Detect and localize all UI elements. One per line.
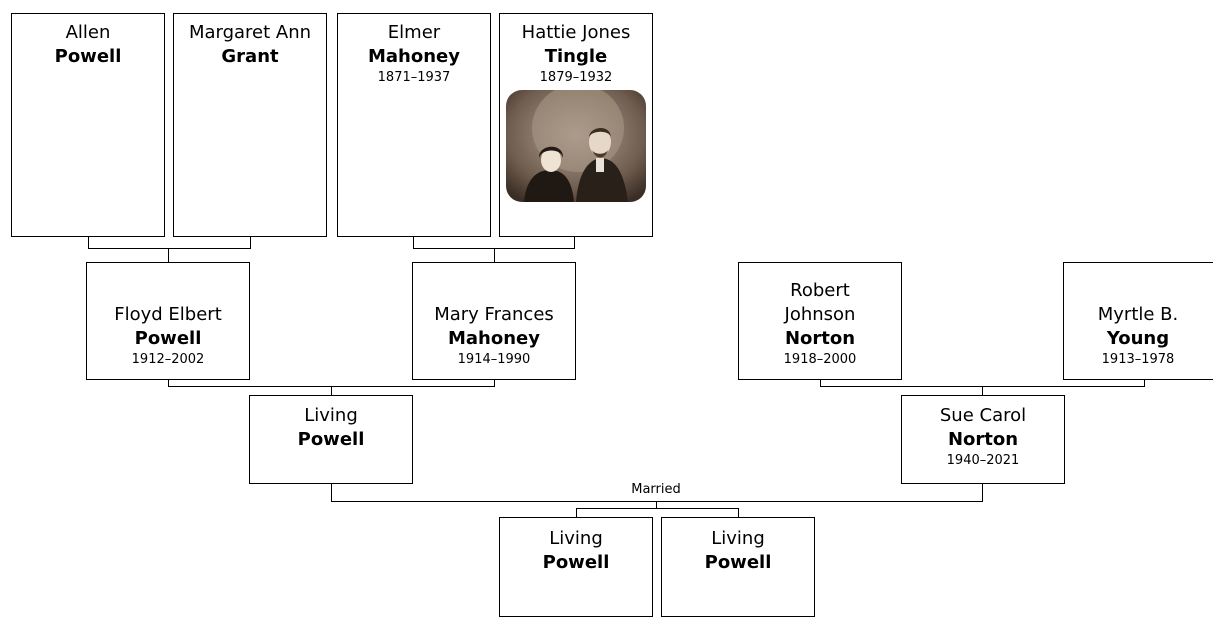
person-surname: Tingle <box>544 46 608 67</box>
person-given-name: Allen <box>65 22 111 43</box>
person-surname: Mahoney <box>448 328 540 349</box>
person-living-powell-father[interactable]: Living Powell <box>249 395 413 484</box>
portrait-photo-icon <box>506 90 646 202</box>
person-dates: 1879–1932 <box>539 70 613 85</box>
person-margaret-grant[interactable]: Margaret Ann Grant <box>173 13 327 237</box>
person-given-name: Floyd Elbert <box>114 304 222 325</box>
person-surname: Powell <box>134 328 202 349</box>
person-hattie-tingle[interactable]: Hattie Jones Tingle 1879–1932 <box>499 13 653 237</box>
person-living-powell-child-2[interactable]: Living Powell <box>661 517 815 617</box>
person-sue-norton[interactable]: Sue Carol Norton 1940–2021 <box>901 395 1065 484</box>
person-given-name: Hattie Jones <box>521 22 631 43</box>
person-surname: Norton <box>784 328 856 349</box>
person-given-name: Elmer <box>387 22 441 43</box>
connector-mahoney-grandparents <box>413 236 575 262</box>
person-elmer-mahoney[interactable]: Elmer Mahoney 1871–1937 <box>337 13 491 237</box>
person-dates: 1914–1990 <box>457 352 531 367</box>
person-allen-powell[interactable]: Allen Powell <box>11 13 165 237</box>
person-surname: Powell <box>542 552 610 573</box>
connector-married <box>331 483 983 517</box>
person-surname: Powell <box>704 552 772 573</box>
person-surname: Powell <box>297 429 365 450</box>
person-surname: Grant <box>221 46 279 67</box>
person-given-name: Living <box>304 405 358 426</box>
connector-powell-parents <box>168 379 495 395</box>
person-floyd-powell[interactable]: Floyd Elbert Powell 1912–2002 <box>86 262 250 380</box>
person-given-name: Robert Johnson <box>784 280 856 325</box>
person-living-powell-child-1[interactable]: Living Powell <box>499 517 653 617</box>
person-given-name: Myrtle B. <box>1097 304 1179 325</box>
person-given-name: Living <box>549 528 603 549</box>
person-myrtle-young[interactable]: Myrtle B. Young 1913–1978 <box>1063 262 1213 380</box>
person-surname: Mahoney <box>368 46 460 67</box>
person-given-name: Margaret Ann <box>188 22 312 43</box>
person-surname: Norton <box>947 429 1019 450</box>
connector-norton-parents <box>820 379 1145 395</box>
person-surname: Powell <box>54 46 122 67</box>
person-dates: 1913–1978 <box>1101 352 1175 367</box>
person-mary-mahoney[interactable]: Mary Frances Mahoney 1914–1990 <box>412 262 576 380</box>
person-dates: 1871–1937 <box>377 70 451 85</box>
person-surname: Young <box>1106 328 1170 349</box>
connector-lines <box>88 236 1145 517</box>
person-given-name: Living <box>711 528 765 549</box>
person-dates: 1940–2021 <box>946 453 1020 468</box>
person-given-name: Mary Frances <box>434 304 554 325</box>
married-label: Married <box>631 482 681 497</box>
person-dates: 1912–2002 <box>131 352 205 367</box>
person-robert-norton[interactable]: Robert Johnson Norton 1918–2000 <box>738 262 902 380</box>
connector-powell-grandparents <box>88 236 251 262</box>
person-dates: 1918–2000 <box>783 352 857 367</box>
person-given-name: Sue Carol <box>939 405 1027 426</box>
